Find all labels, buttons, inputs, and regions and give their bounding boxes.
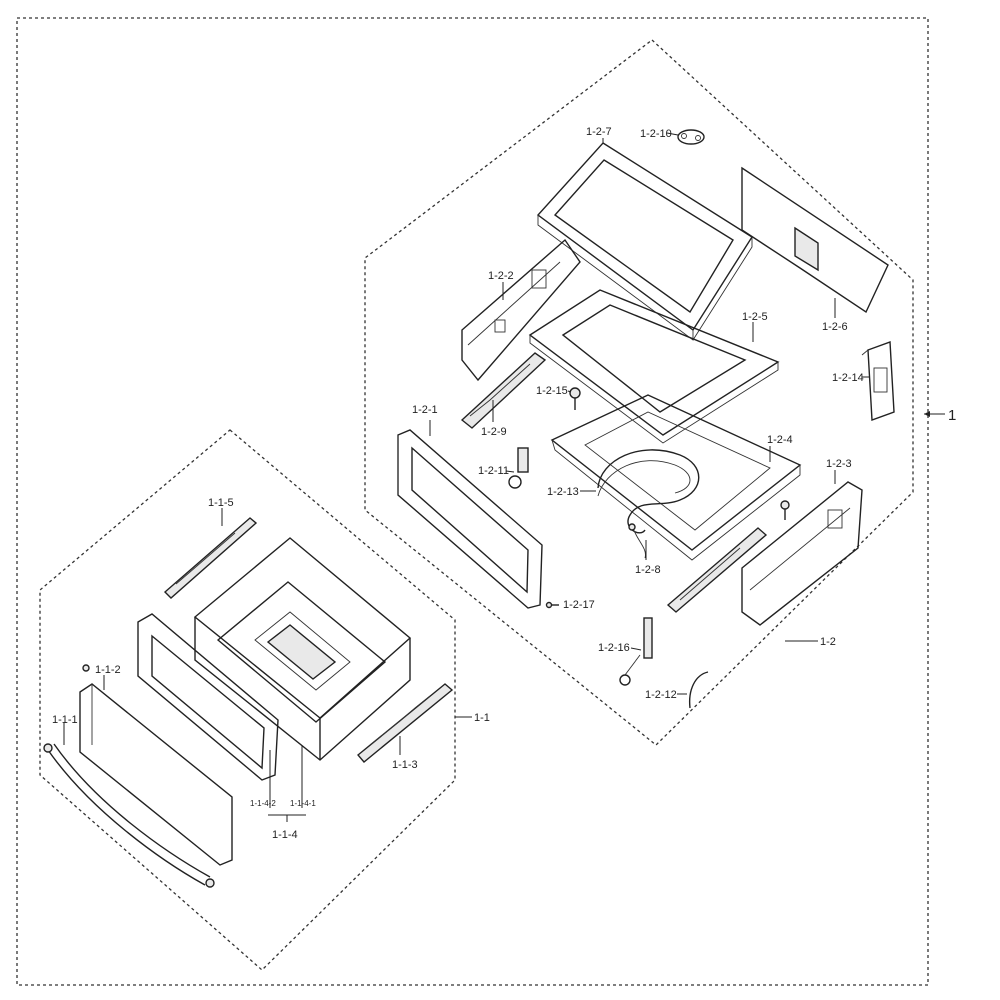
part-right-screw xyxy=(780,500,790,520)
label-1-2-8: 1-2-8 xyxy=(635,564,661,576)
label-1-2-7: 1-2-7 xyxy=(586,126,612,138)
group-1-2: 1-2-7 1-2-10 1-2-6 1-2-2 xyxy=(397,126,895,709)
part-1-2-2-left-bracket xyxy=(461,238,581,382)
part-1-2-1-front-frame xyxy=(397,429,543,609)
part-1-2-15-screw xyxy=(569,387,581,410)
label-1-2-11: 1-2-11 xyxy=(478,465,509,477)
label-1-2-2: 1-2-2 xyxy=(488,270,514,282)
part-drawer-body xyxy=(193,537,412,761)
label-1-2-9: 1-2-9 xyxy=(481,426,507,438)
outer-assembly-frame xyxy=(16,17,929,986)
part-1-2-3-right-bracket xyxy=(741,481,863,626)
part-1-1-2-front-panel xyxy=(79,664,233,866)
label-group-1-2: 1-2 xyxy=(820,636,836,648)
label-1-2-3: 1-2-3 xyxy=(826,458,852,470)
label-1-2-13: 1-2-13 xyxy=(547,486,579,498)
part-1-1-4-front-frame xyxy=(137,613,279,781)
label-1-1-4-1: 1-1-4-1 xyxy=(290,799,316,808)
part-1-1-1-handle xyxy=(43,743,215,888)
part-right-rail xyxy=(666,527,768,613)
part-1-2-16-sensor xyxy=(619,617,653,686)
part-1-2-12-wire xyxy=(688,671,709,709)
label-1-2-10: 1-2-10 xyxy=(640,128,672,140)
label-1-2-6: 1-2-6 xyxy=(822,321,848,333)
label-1-2-5: 1-2-5 xyxy=(742,311,768,323)
part-1-2-9-rail xyxy=(460,352,547,429)
label-1-2-17: 1-2-17 xyxy=(563,599,595,611)
part-1-1-5-slide-rail xyxy=(163,517,258,599)
label-1-2-4: 1-2-4 xyxy=(767,434,793,446)
label-1-1-5: 1-1-5 xyxy=(208,497,234,509)
part-1-2-6-back-panel xyxy=(741,166,889,314)
label-1-2-16: 1-2-16 xyxy=(598,642,630,654)
part-1-2-4-bottom-pan xyxy=(550,394,802,561)
label-1-2-14: 1-2-14 xyxy=(832,372,864,384)
group-1-1-boundary xyxy=(39,429,456,971)
part-1-1-3-slide-rail xyxy=(357,683,454,763)
label-1-1-4-2: 1-1-4-2 xyxy=(250,799,276,808)
part-1-2-10-grommet xyxy=(677,129,705,145)
assembly-leader-arrow xyxy=(924,411,930,417)
part-1-2-13-heating-element xyxy=(597,449,700,534)
assembly-label: 1 xyxy=(948,407,956,424)
group-1-1: 1-1-5 1-1-3 1-1-2 xyxy=(43,497,490,888)
label-1-2-1: 1-2-1 xyxy=(412,404,438,416)
label-1-1-3: 1-1-3 xyxy=(392,759,418,771)
label-1-2-12: 1-2-12 xyxy=(645,689,677,701)
part-1-2-17-screw xyxy=(545,601,559,609)
label-1-2-15: 1-2-15 xyxy=(536,385,568,397)
part-1-2-5-mid-plate xyxy=(528,289,780,444)
label-1-1-4: 1-1-4 xyxy=(272,829,298,841)
group-1-2-boundary xyxy=(364,39,914,746)
label-group-1-1: 1-1 xyxy=(474,712,490,724)
part-1-2-7-top-frame xyxy=(536,142,753,341)
part-1-2-11-sensor xyxy=(508,447,529,489)
label-1-1-2: 1-1-2 xyxy=(95,664,121,676)
part-1-2-14-small-bracket xyxy=(861,341,895,421)
label-1-1-1: 1-1-1 xyxy=(52,714,78,726)
part-1-2-8-wire xyxy=(628,523,646,559)
